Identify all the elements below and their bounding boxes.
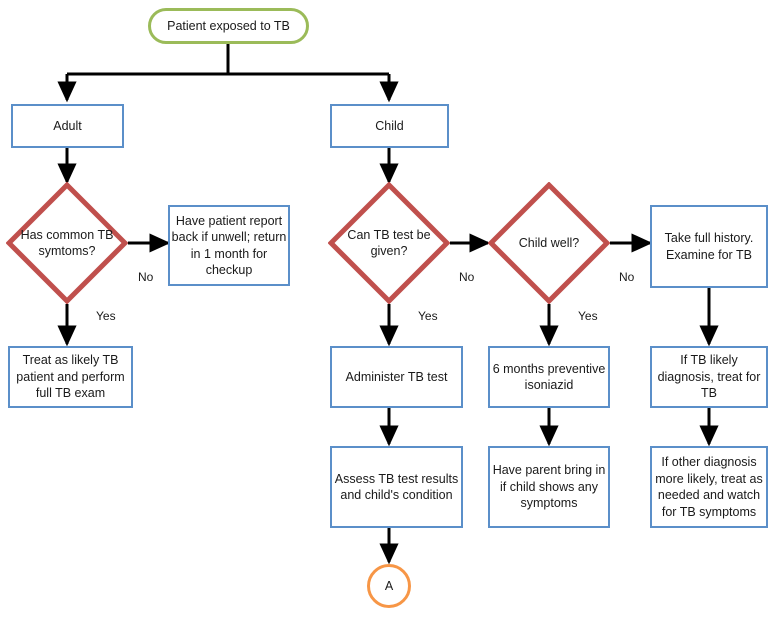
node-take-full-history-label: Take full history. Examine for TB xyxy=(664,231,754,262)
node-if-other-diagnosis-label: If other diagnosis more likely, treat as… xyxy=(655,455,763,519)
edge-label-cantest-yes: Yes xyxy=(418,309,438,323)
edge-label-adult-yes: Yes xyxy=(96,309,116,323)
node-adult-label: Adult xyxy=(53,118,82,133)
node-can-tb-test-be-given-label: Can TB test be given? xyxy=(347,227,431,258)
diamond-shape xyxy=(328,182,450,304)
node-have-parent-bring-in[interactable]: Have parent bring in if child shows any … xyxy=(488,446,610,528)
node-treat-as-likely-tb-label: Treat as likely TB patient and perform f… xyxy=(16,353,125,401)
node-take-full-history[interactable]: Take full history. Examine for TB xyxy=(650,205,768,288)
edge-label-childwell-no: No xyxy=(619,270,635,284)
node-can-tb-test-be-given[interactable]: Can TB test be given? xyxy=(328,182,450,304)
node-preventive-isoniazid[interactable]: 6 months preventive isoniazid xyxy=(488,346,610,408)
node-has-common-tb-symptoms-label: Has common TB symtoms? xyxy=(20,227,114,258)
node-if-tb-likely-diagnosis-label: If TB likely diagnosis, treat for TB xyxy=(657,353,761,401)
node-start[interactable]: Patient exposed to TB xyxy=(148,8,309,44)
node-have-patient-report-back-label: Have patient report back if unwell; retu… xyxy=(171,213,287,278)
node-start-label: Patient exposed to TB xyxy=(167,18,290,33)
node-have-parent-bring-in-label: Have parent bring in if child shows any … xyxy=(492,463,606,511)
node-connector-a-label: A xyxy=(384,578,394,593)
node-administer-tb-test-label: Administer TB test xyxy=(345,369,448,384)
node-if-tb-likely-diagnosis[interactable]: If TB likely diagnosis, treat for TB xyxy=(650,346,768,408)
node-connector-a[interactable]: A xyxy=(367,564,411,608)
node-has-common-tb-symptoms[interactable]: Has common TB symtoms? xyxy=(6,182,128,304)
node-child-well[interactable]: Child well? xyxy=(488,182,610,304)
node-child-well-label: Child well? xyxy=(518,235,580,250)
node-adult[interactable]: Adult xyxy=(11,104,124,148)
node-assess-tb-test-results[interactable]: Assess TB test results and child's condi… xyxy=(330,446,463,528)
node-child[interactable]: Child xyxy=(330,104,449,148)
node-if-other-diagnosis[interactable]: If other diagnosis more likely, treat as… xyxy=(650,446,768,528)
node-have-patient-report-back[interactable]: Have patient report back if unwell; retu… xyxy=(168,205,290,286)
node-assess-tb-test-results-label: Assess TB test results and child's condi… xyxy=(334,471,459,503)
node-child-label: Child xyxy=(375,118,404,133)
edge-label-childwell-yes: Yes xyxy=(578,309,598,323)
diamond-shape xyxy=(488,182,610,304)
node-treat-as-likely-tb[interactable]: Treat as likely TB patient and perform f… xyxy=(8,346,133,408)
edge-label-cantest-no: No xyxy=(459,270,475,284)
node-administer-tb-test[interactable]: Administer TB test xyxy=(330,346,463,408)
node-preventive-isoniazid-label: 6 months preventive isoniazid xyxy=(492,361,606,393)
diamond-shape xyxy=(6,182,128,304)
edge-label-adult-no: No xyxy=(138,270,154,284)
